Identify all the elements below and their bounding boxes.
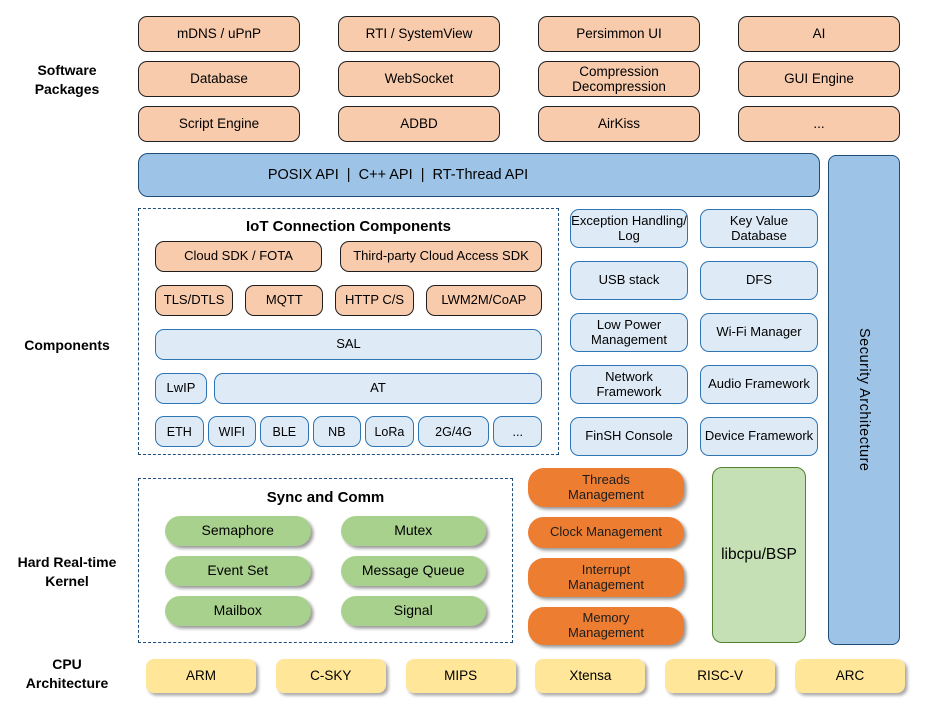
label-cpu-architecture: CPU Architecture	[25, 656, 109, 691]
cpu-box: Xtensa	[535, 659, 646, 693]
iot-link-row: ETH WIFI BLE NB LoRa 2G/4G ...	[155, 416, 542, 447]
sync-and-comm-group: Sync and Comm Semaphore Mutex Event Set …	[138, 478, 513, 643]
component-box: Audio Framework	[700, 365, 818, 404]
iot-sal-row: SAL	[155, 329, 542, 360]
cpu-box: ARM	[146, 659, 256, 693]
iot-box: MQTT	[245, 285, 324, 316]
api-bar: POSIX API | C++ API | RT-Thread API	[138, 153, 820, 197]
cpu-box: C-SKY	[275, 659, 386, 693]
management-box: Clock Management	[528, 517, 684, 548]
package-box: GUI Engine	[738, 61, 900, 97]
package-box: Compression Decompression	[538, 61, 700, 97]
component-box: Network Framework	[570, 365, 688, 404]
package-box: AI	[738, 16, 900, 52]
label-software-packages: Software Packages	[34, 62, 100, 97]
sync-and-comm-title: Sync and Comm	[266, 489, 385, 506]
iot-connection-components-group: IoT Connection Components Cloud SDK / FO…	[138, 208, 559, 455]
iot-protocol-row: TLS/DTLS MQTT HTTP C/S LWM2M/CoAP	[155, 285, 542, 316]
package-box: RTI / SystemView	[338, 16, 500, 52]
package-box: Database	[138, 61, 300, 97]
package-box: ADBD	[338, 106, 500, 142]
component-box: Exception Handling/ Log	[570, 209, 688, 248]
sync-box: Event Set	[165, 556, 311, 586]
label-kernel: Hard Real-time Kernel	[17, 554, 117, 589]
component-box: Wi-Fi Manager	[700, 313, 818, 352]
security-architecture-bar: Security Architecture	[828, 155, 900, 645]
iot-sdk-row: Cloud SDK / FOTA Third-party Cloud Acces…	[155, 241, 542, 272]
libcpu-bsp-box: libcpu/BSP	[712, 467, 806, 643]
sal-box: SAL	[155, 329, 542, 360]
sync-box: Mailbox	[165, 596, 311, 626]
lwip-box: LwIP	[155, 373, 207, 404]
iot-box: LWM2M/CoAP	[425, 285, 542, 316]
link-box: ETH	[155, 416, 204, 447]
software-packages-grid: mDNS / uPnP RTI / SystemView Persimmon U…	[138, 16, 900, 142]
package-box: AirKiss	[538, 106, 700, 142]
component-box: Key Value Database	[700, 209, 818, 248]
link-box: ...	[493, 416, 542, 447]
link-box: BLE	[260, 416, 309, 447]
kernel-management-column: Threads Management Clock Management Inte…	[528, 468, 684, 645]
link-box: WIFI	[207, 416, 257, 447]
package-box: Persimmon UI	[538, 16, 700, 52]
api-bar-label: POSIX API | C++ API | RT-Thread API	[267, 167, 529, 183]
iot-group-title: IoT Connection Components	[246, 218, 451, 235]
cpu-box: MIPS	[405, 659, 516, 693]
package-box: Script Engine	[138, 106, 300, 142]
management-box: Memory Management	[528, 607, 684, 645]
cpu-box: RISC-V	[665, 659, 776, 693]
management-box: Interrupt Management	[528, 558, 684, 597]
package-box: mDNS / uPnP	[138, 16, 300, 52]
package-box: WebSocket	[338, 61, 500, 97]
sync-box: Signal	[340, 596, 486, 626]
label-components: Components	[24, 337, 110, 353]
package-box: ...	[738, 106, 900, 142]
component-box: Low Power Management	[570, 313, 688, 352]
sync-box: Mutex	[340, 516, 486, 546]
components-grid: Exception Handling/ Log Key Value Databa…	[570, 209, 818, 456]
link-box: 2G/4G	[417, 416, 490, 447]
component-box: Device Framework	[700, 417, 818, 456]
iot-box: Cloud SDK / FOTA	[155, 241, 322, 272]
security-architecture-label: Security Architecture	[856, 328, 872, 472]
component-box: DFS	[700, 261, 818, 300]
iot-stack-row: LwIP AT	[155, 373, 542, 404]
sync-box: Message Queue	[340, 556, 486, 586]
link-box: LoRa	[365, 416, 414, 447]
iot-box: Third-party Cloud Access SDK	[340, 241, 542, 272]
component-box: USB stack	[570, 261, 688, 300]
cpu-architecture-row: ARM C-SKY MIPS Xtensa RISC-V ARC	[146, 659, 905, 693]
iot-box: TLS/DTLS	[155, 285, 234, 316]
iot-box: HTTP C/S	[335, 285, 414, 316]
management-box: Threads Management	[528, 468, 684, 507]
at-box: AT	[214, 373, 542, 404]
cpu-box: ARC	[794, 659, 905, 693]
sync-box: Semaphore	[165, 516, 311, 546]
link-box: NB	[312, 416, 362, 447]
sync-grid: Semaphore Mutex Event Set Message Queue …	[165, 516, 486, 626]
component-box: FinSH Console	[570, 417, 688, 456]
